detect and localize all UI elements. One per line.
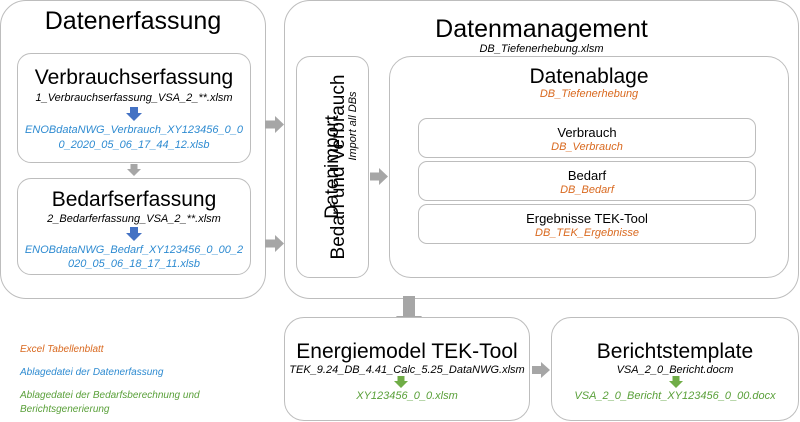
datenmanagement-title: Datenmanagement <box>435 15 648 43</box>
berichtstemplate-box: Berichtstemplate VSA_2_0_Bericht.docm VS… <box>551 317 799 421</box>
verbrauchserfassung-file: 1_Verbrauchserfassung_VSA_2_**.xlsm <box>35 92 233 104</box>
ablage-item-title: Bedarf <box>567 168 607 183</box>
energiemodel-title: Energiemodel TEK-Tool <box>296 340 518 363</box>
right-arrow-icon <box>532 362 550 378</box>
verbrauch-output-line1: ENOBdataNWG_Verbrauch_XY123456_0_0 <box>25 124 243 136</box>
right-arrow-icon <box>265 116 284 133</box>
bedarfserfassung-box: Bedarfserfassung 2_Bedarferfassung_VSA_2… <box>17 178 251 275</box>
datenerfassung-panel: Datenerfassung Verbrauchserfassung 1_Ver… <box>0 0 266 299</box>
berichtstemplate-output: VSA_2_0_Bericht_XY123456_0_00.docx <box>574 390 776 402</box>
down-arrow-icon <box>126 107 142 121</box>
down-arrow-icon <box>127 164 141 176</box>
ablage-item-sheet: DB_Verbrauch <box>551 141 623 153</box>
legend-excel: Excel Tabellenblatt <box>20 344 104 355</box>
datenimport-subtitle: Import all DBs <box>347 91 359 161</box>
berichtstemplate-title: Berichtstemplate <box>596 340 754 363</box>
legend-ablage-bedarf-line1: Ablagedatei der Bedarfsberechnung und <box>20 390 200 401</box>
ablage-item-sheet: DB_Bedarf <box>560 184 614 196</box>
bedarf-output-line2: 020_05_06_18_17_11.xlsb <box>68 258 200 270</box>
bedarfserfassung-title: Bedarfserfassung <box>51 188 217 211</box>
ablage-item-title: Verbrauch <box>557 125 617 140</box>
ablage-item-ergebnisse: Ergebnisse TEK-Tool DB_TEK_Ergebnisse <box>418 204 756 244</box>
right-arrow-icon <box>265 235 284 252</box>
ablage-item-title: Ergebnisse TEK-Tool <box>526 211 648 226</box>
energiemodel-file: TEK_9.24_DB_4.41_Calc_5.25_DataNWG.xlsm <box>289 364 525 376</box>
datenimport-box: Datenimport Bedarf und Verbrauch Import … <box>296 56 369 278</box>
datenmanagement-panel: Datenmanagement DB_Tiefenerhebung.xlsm D… <box>284 0 799 299</box>
legend-ablage-erfassung: Ablagedatei der Datenerfassung <box>20 367 164 378</box>
ablage-item-sheet: DB_TEK_Ergebnisse <box>535 227 639 239</box>
ablage-item-verbrauch: Verbrauch DB_Verbrauch <box>418 118 756 158</box>
berichtstemplate-file: VSA_2_0_Bericht.docm <box>616 364 734 376</box>
down-arrow-icon <box>126 227 142 241</box>
datenablage-box: Datenablage DB_Tiefenerhebung Verbrauch … <box>389 56 789 278</box>
verbrauchserfassung-title: Verbrauchserfassung <box>34 66 234 89</box>
bedarfserfassung-file: 2_Bedarferfassung_VSA_2_**.xlsm <box>47 213 221 225</box>
verbrauchserfassung-box: Verbrauchserfassung 1_Verbrauchserfassun… <box>17 53 251 163</box>
energiemodel-box: Energiemodel TEK-Tool TEK_9.24_DB_4.41_C… <box>284 317 530 421</box>
datenablage-sheet: DB_Tiefenerhebung <box>539 88 639 100</box>
verbrauch-output-line2: 0_2020_05_06_17_44_12.xlsb <box>58 139 210 151</box>
ablage-item-bedarf: Bedarf DB_Bedarf <box>418 161 756 201</box>
datenmanagement-file: DB_Tiefenerhebung.xlsm <box>479 43 604 55</box>
datenablage-title: Datenablage <box>529 65 649 88</box>
down-arrow-icon <box>394 376 408 388</box>
energiemodel-output: XY123456_0_0.xlsm <box>356 390 458 402</box>
datenerfassung-title: Datenerfassung <box>44 7 222 35</box>
right-arrow-icon <box>370 168 388 185</box>
legend-ablage-bedarf-line2: Berichtsgenerierung <box>20 404 110 415</box>
bedarf-output-line1: ENOBdataNWG_Bedarf_XY123456_0_00_2 <box>24 244 244 256</box>
down-arrow-icon <box>669 376 683 388</box>
